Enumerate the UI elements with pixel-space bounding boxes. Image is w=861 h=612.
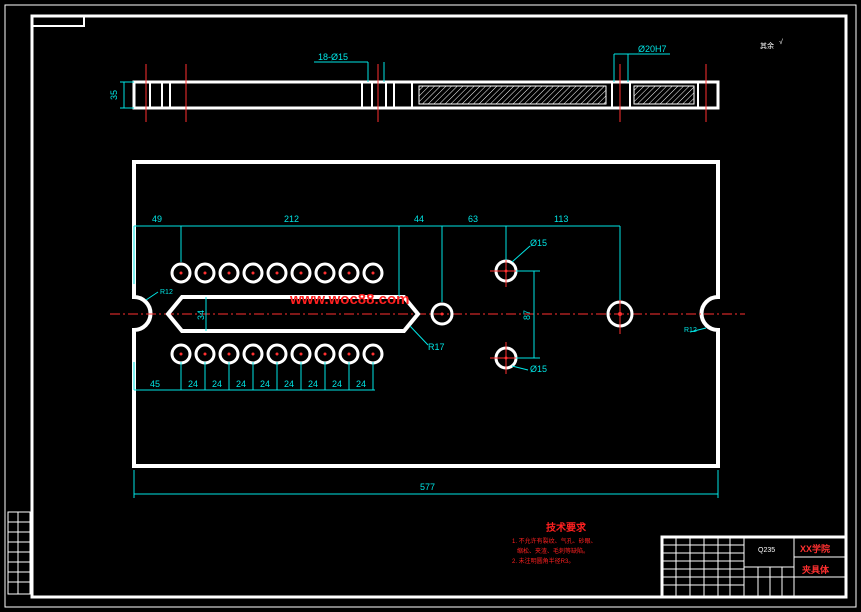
- lower-hole: [314, 343, 336, 365]
- front-view: 35 18-Ø15 Ø20H7: [109, 44, 720, 122]
- title-block: Q235 XX学院 夹具体: [660, 535, 848, 599]
- dim-577: 577: [420, 482, 435, 492]
- tech-requirements-title: 技术要求: [546, 521, 587, 534]
- corner-tag-box: [31, 15, 85, 27]
- dim-113: 113: [554, 214, 568, 224]
- lower-hole: [218, 343, 240, 365]
- dim-r17: R17: [428, 342, 445, 352]
- upper-hole-row: [170, 262, 384, 284]
- center-hole: [430, 302, 454, 326]
- dim-pitch: 24: [260, 379, 270, 389]
- front-hatch-right: [633, 85, 695, 105]
- upper-hole: [338, 262, 360, 284]
- part-name: 夹具体: [802, 564, 830, 575]
- lower-hole: [242, 343, 264, 365]
- lower-hole-row: [170, 343, 384, 365]
- dim-phi15-upper: Ø15: [530, 238, 547, 248]
- dim-pitch: 24: [356, 379, 366, 389]
- upper-hole: [170, 262, 192, 284]
- upper-hole: [290, 262, 312, 284]
- upper-hole: [242, 262, 264, 284]
- dim-63: 63: [468, 214, 478, 224]
- dim-pitch: 24: [236, 379, 246, 389]
- roughness-note: 其余: [760, 41, 774, 50]
- lower-hole: [290, 343, 312, 365]
- upper-hole: [362, 262, 384, 284]
- upper-hole: [194, 262, 216, 284]
- outer-sheet-border: [4, 4, 857, 608]
- front-view-body: [132, 80, 720, 110]
- dim-34: 34: [196, 310, 206, 320]
- watermark: www.woc88.com: [289, 291, 409, 308]
- tech-requirement-line: 1. 不允许有裂纹、气孔、砂眼、: [512, 537, 597, 545]
- dim-44: 44: [414, 214, 424, 224]
- left-revision-table: [7, 511, 31, 595]
- lower-hole: [338, 343, 360, 365]
- dim-pitch: 24: [308, 379, 318, 389]
- upper-hole: [314, 262, 336, 284]
- central-slot: [165, 295, 421, 333]
- dim-45: 45: [150, 379, 160, 389]
- dim-pitch: 24: [212, 379, 222, 389]
- dim-phi15-lower: Ø15: [530, 364, 547, 374]
- top-view: 49 212 44 63 113 Ø15 Ø15 87 34 R17 R12 R…: [110, 160, 745, 498]
- dim-49: 49: [152, 214, 162, 224]
- tech-requirement-line: 缩松、夹渣、毛刺等缺陷。: [512, 547, 589, 555]
- plate-outline: [132, 160, 720, 468]
- school-name: XX学院: [800, 543, 830, 554]
- lower-hole: [266, 343, 288, 365]
- dim-r12-left: R12: [160, 289, 173, 296]
- lower-hole: [170, 343, 192, 365]
- bore-callout: Ø20H7: [638, 44, 667, 54]
- front-hatch-left: [418, 85, 607, 105]
- material-label: Q235: [758, 547, 775, 554]
- roughness-symbol: √: [779, 38, 783, 46]
- dim-pitch: 24: [332, 379, 342, 389]
- tech-requirements: 技术要求 1. 不允许有裂纹、气孔、砂眼、 缩松、夹渣、毛刺等缺陷。 2. 未注…: [512, 521, 597, 565]
- upper-hole: [266, 262, 288, 284]
- lower-hole: [362, 343, 384, 365]
- dim-212: 212: [284, 214, 299, 224]
- lower-hole: [194, 343, 216, 365]
- dim-pitch: 24: [188, 379, 198, 389]
- holes-callout: 18-Ø15: [318, 52, 348, 62]
- dim-pitch: 24: [284, 379, 294, 389]
- front-thickness-dim: 35: [109, 90, 119, 100]
- upper-hole: [218, 262, 240, 284]
- dim-87: 87: [522, 310, 532, 320]
- inner-drawing-frame: [30, 14, 848, 599]
- tech-requirement-line: 2. 未注明圆角半径R3。: [512, 557, 574, 565]
- dim-r12-right: R12: [684, 327, 697, 334]
